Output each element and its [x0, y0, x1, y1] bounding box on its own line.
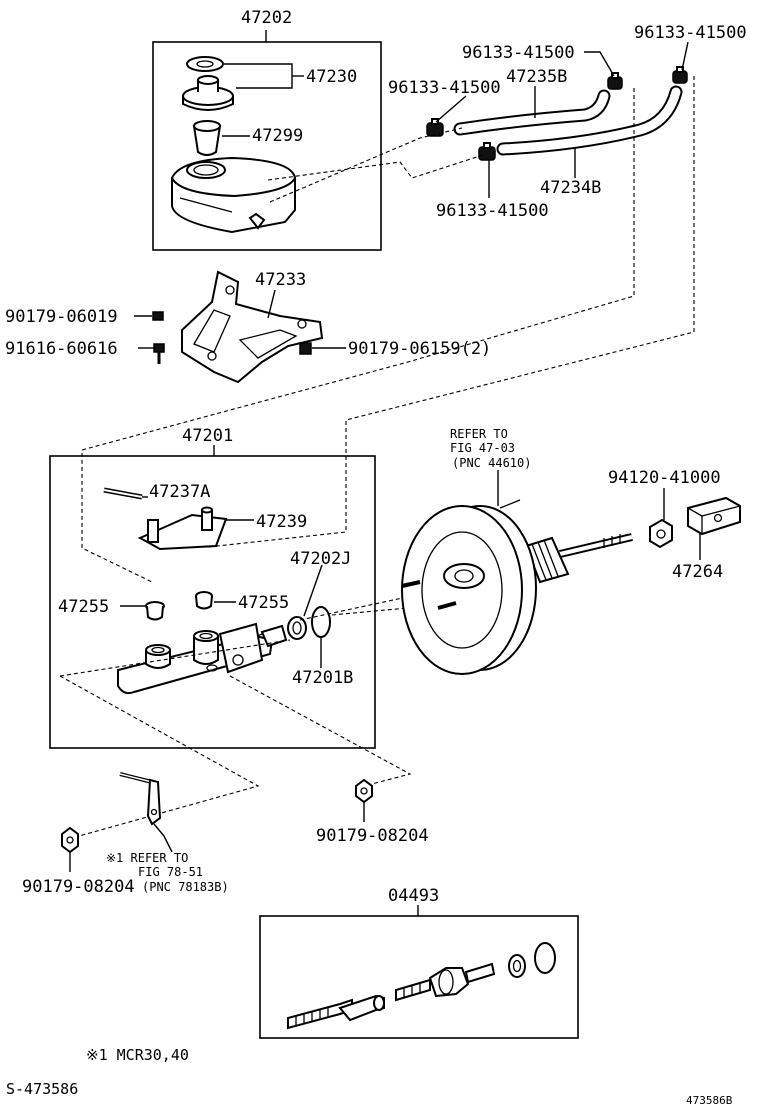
seal-ring-icon: [508, 954, 526, 978]
label-47299: 47299: [252, 126, 303, 146]
refer-note-line-2: FIG 47-03: [450, 441, 515, 455]
label-47237a: 47237A: [149, 482, 210, 502]
label-47235b: 47235B: [506, 67, 567, 87]
label-47202: 47202: [241, 8, 292, 28]
label-96133-41500: 96133-41500: [436, 201, 549, 221]
label-91616-60616: 91616-60616: [5, 339, 118, 359]
label-47201b: 47201B: [292, 668, 353, 688]
label-47230: 47230: [306, 67, 357, 87]
label-47264: 47264: [672, 562, 723, 582]
hose-clamp-icon: [426, 118, 444, 137]
brake-booster-icon: [401, 499, 633, 675]
label-96133-41500: 96133-41500: [462, 43, 575, 63]
sheet-id: S-473586: [6, 1080, 78, 1098]
primary-piston-icon: [287, 994, 385, 1030]
label-96133-41500: 96133-41500: [634, 23, 747, 43]
refer-note-line-1: ※1 REFER TO: [106, 851, 188, 865]
refer-note-line-3: (PNC 44610): [452, 456, 531, 470]
grommet-icon: [195, 591, 213, 610]
hose-47234b-icon: [496, 85, 683, 156]
reservoir-strainer-icon: [192, 120, 222, 156]
master-cylinder-icon: [117, 622, 288, 695]
o-ring-icon: [534, 942, 556, 974]
bolt-icon: [152, 311, 164, 321]
reservoir-bracket-icon: [181, 270, 324, 384]
footnote: ※1 MCR30,40: [86, 1046, 189, 1064]
cap-gasket-icon: [186, 56, 224, 72]
seal-ring-icon: [287, 616, 307, 640]
nut-icon: [61, 826, 79, 854]
label-96133-41500: 96133-41500: [388, 78, 501, 98]
sensor-bracket-icon: [137, 506, 228, 551]
drawing-code: 473586B: [686, 1094, 733, 1107]
master-cylinder-assembly-box: [49, 455, 376, 749]
refer-note-line-1: REFER TO: [450, 427, 508, 441]
label-94120-41000: 94120-41000: [608, 468, 721, 488]
label-04493: 04493: [388, 886, 439, 906]
reservoir-tank-icon: [170, 156, 297, 234]
label-47239: 47239: [256, 512, 307, 532]
label-47233: 47233: [255, 270, 306, 290]
line-bracket-icon: [119, 772, 162, 826]
nut-icon: [299, 342, 312, 355]
label-47255: 47255: [238, 593, 289, 613]
refer-note-line-2: FIG 78-51: [138, 865, 203, 879]
label-90179-08204: 90179-08204: [22, 877, 135, 897]
label-47202j: 47202J: [290, 549, 351, 569]
hose-clamp-icon: [672, 66, 688, 84]
o-ring-icon: [311, 606, 331, 638]
label-90179-06019: 90179-06019: [5, 307, 118, 327]
repair-kit-box: [259, 915, 579, 1039]
hose-47235b-icon: [453, 89, 611, 136]
secondary-piston-icon: [395, 962, 496, 1002]
label-47201: 47201: [182, 426, 233, 446]
hose-clamp-icon: [478, 142, 496, 161]
nut-icon: [355, 778, 373, 804]
label-47255: 47255: [58, 597, 109, 617]
refer-note-line-3: (PNC 78183B): [142, 880, 229, 894]
bolt-icon: [153, 343, 165, 364]
label-90179-06159: 90179-06159(2): [348, 339, 491, 359]
clip-pin-icon: [103, 487, 143, 500]
reservoir-assembly-box: [152, 41, 382, 251]
hose-clamp-icon: [607, 72, 623, 90]
reservoir-cap-icon: [182, 75, 234, 111]
lock-nut-icon: [649, 518, 673, 549]
clevis-icon: [687, 496, 741, 536]
grommet-icon: [145, 601, 165, 621]
label-90179-08204: 90179-08204: [316, 826, 429, 846]
label-47234b: 47234B: [540, 178, 601, 198]
